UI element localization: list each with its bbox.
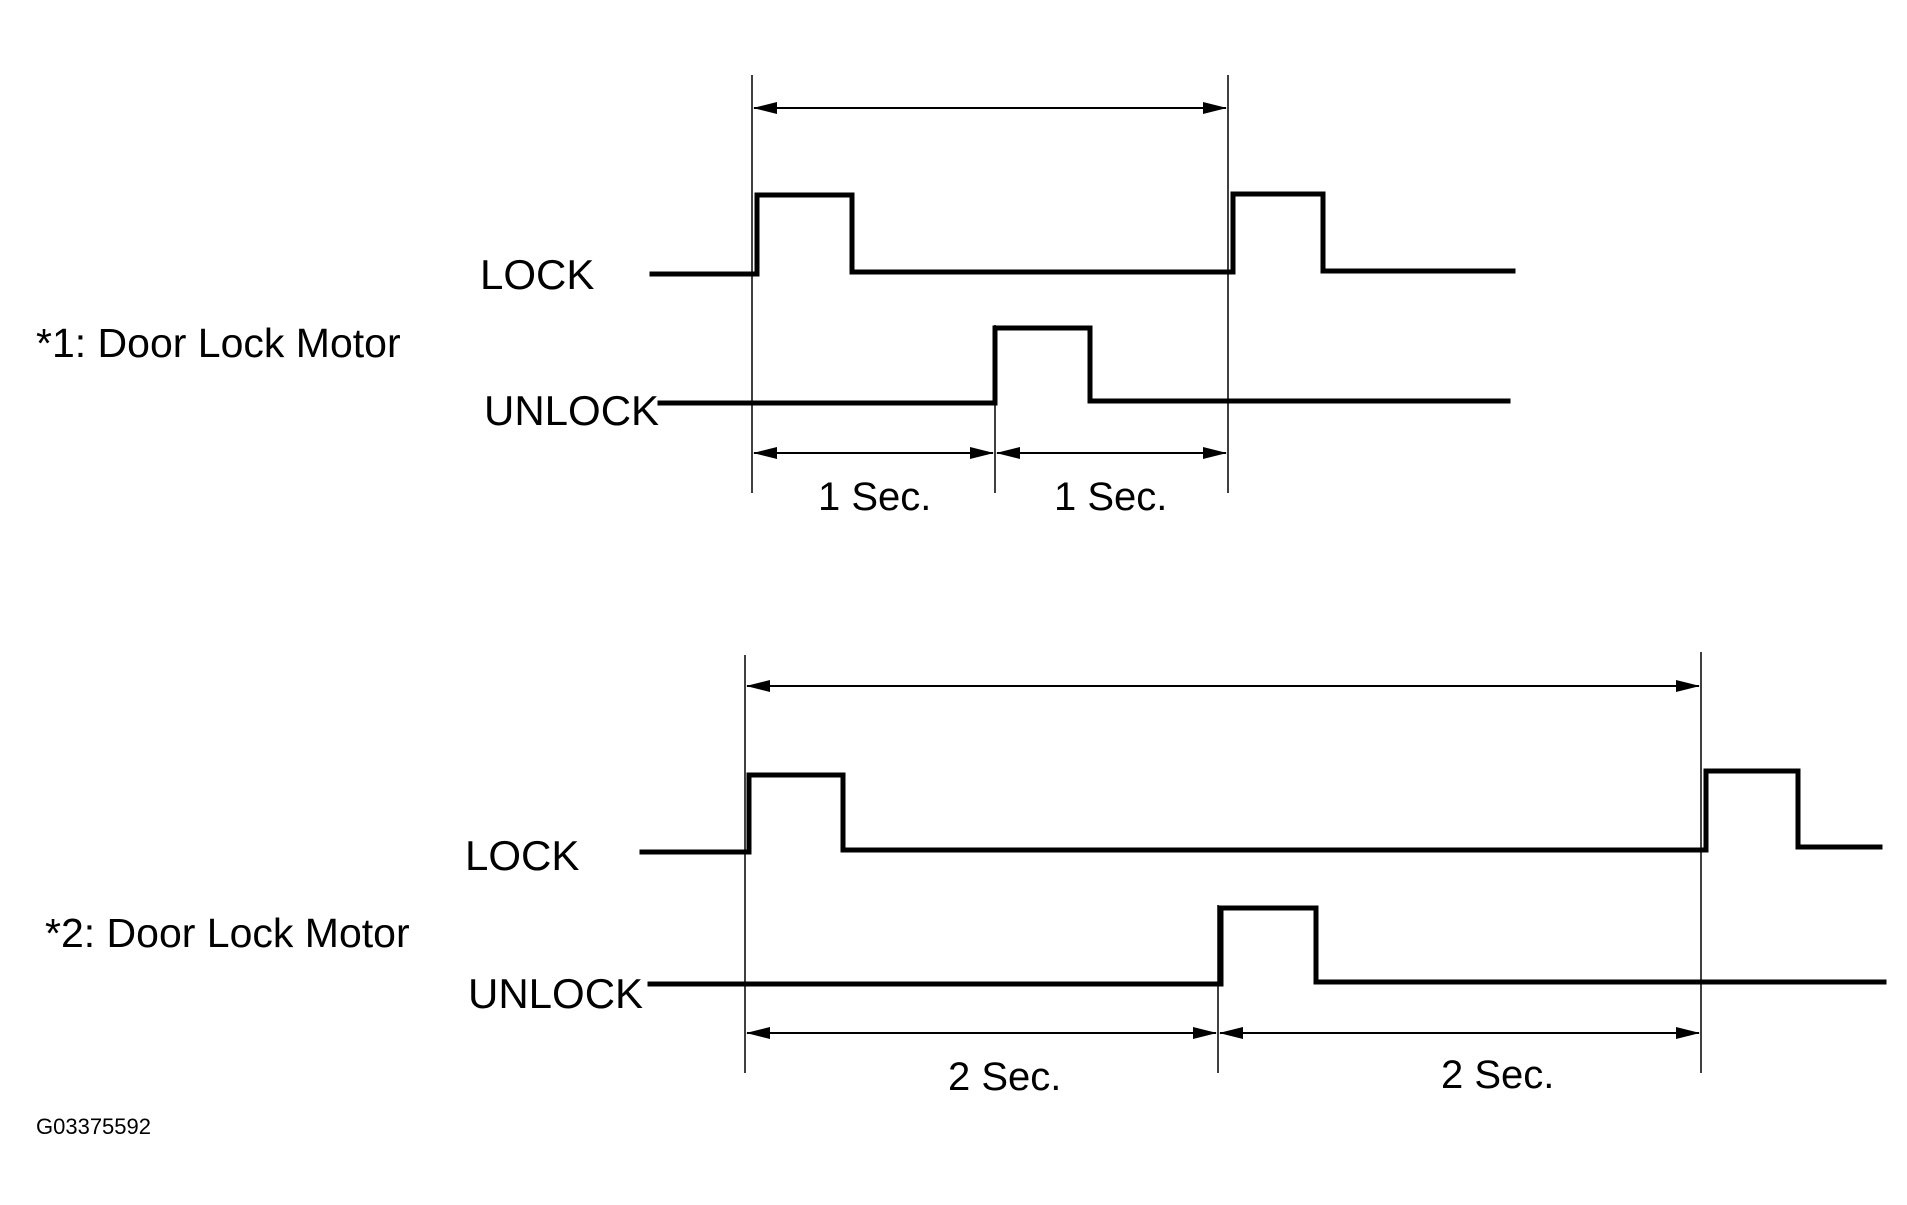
interval-label: 2 Sec.: [1441, 1053, 1555, 1097]
unlock-waveform: [657, 325, 1511, 406]
diagram-caption: *2: Door Lock Motor: [45, 910, 410, 956]
diagram-caption: *1: Door Lock Motor: [36, 320, 401, 366]
interval-label: 2 Sec.: [948, 1055, 1062, 1099]
diagram-2: [639, 652, 1887, 1073]
figure-code: G03375592: [36, 1114, 151, 1139]
lock-label: LOCK: [480, 251, 595, 298]
unlock-label: UNLOCK: [484, 387, 660, 434]
interval-label: 1 Sec.: [1054, 475, 1168, 519]
interval-label: 1 Sec.: [818, 475, 932, 519]
lock-waveform: [639, 768, 1883, 855]
diagram-1: [649, 75, 1516, 493]
unlock-waveform: [647, 905, 1887, 987]
lock-waveform: [649, 191, 1516, 277]
unlock-label: UNLOCK: [468, 970, 644, 1017]
lock-label: LOCK: [465, 832, 580, 879]
